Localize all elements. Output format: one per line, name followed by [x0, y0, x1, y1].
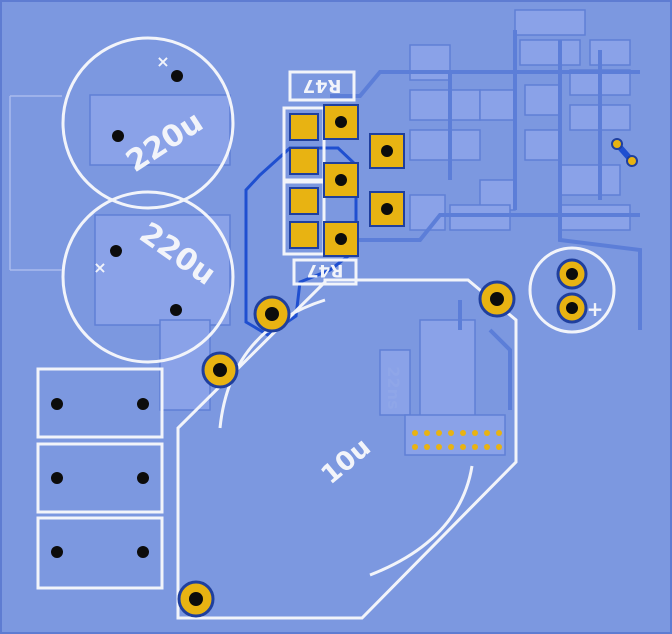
front-trace-outline [244, 146, 358, 337]
resistor-label-bottom: R47 [307, 260, 344, 280]
resistor-label-top: R47 [303, 75, 342, 96]
pin-header [412, 430, 502, 450]
back-traces [330, 30, 642, 410]
via-pair [611, 138, 638, 167]
tht-pads [323, 104, 405, 257]
small-capacitor: + [528, 246, 616, 334]
left-outline [9, 95, 62, 271]
plus-sign: + [587, 297, 604, 321]
resistor-top: R47 [288, 70, 356, 102]
back-copper-layer [89, 9, 631, 456]
smd-pads-lower [282, 180, 326, 256]
cross-marker-top: × [156, 52, 169, 71]
screw-terminal-3 [36, 516, 164, 590]
round-pads [177, 280, 516, 618]
smd-pads-upper [282, 106, 326, 182]
cross-marker-bottom: × [93, 258, 106, 277]
screw-terminal-1 [36, 367, 164, 439]
back-label: 22ns [384, 366, 403, 409]
screw-terminal-2 [36, 442, 164, 514]
